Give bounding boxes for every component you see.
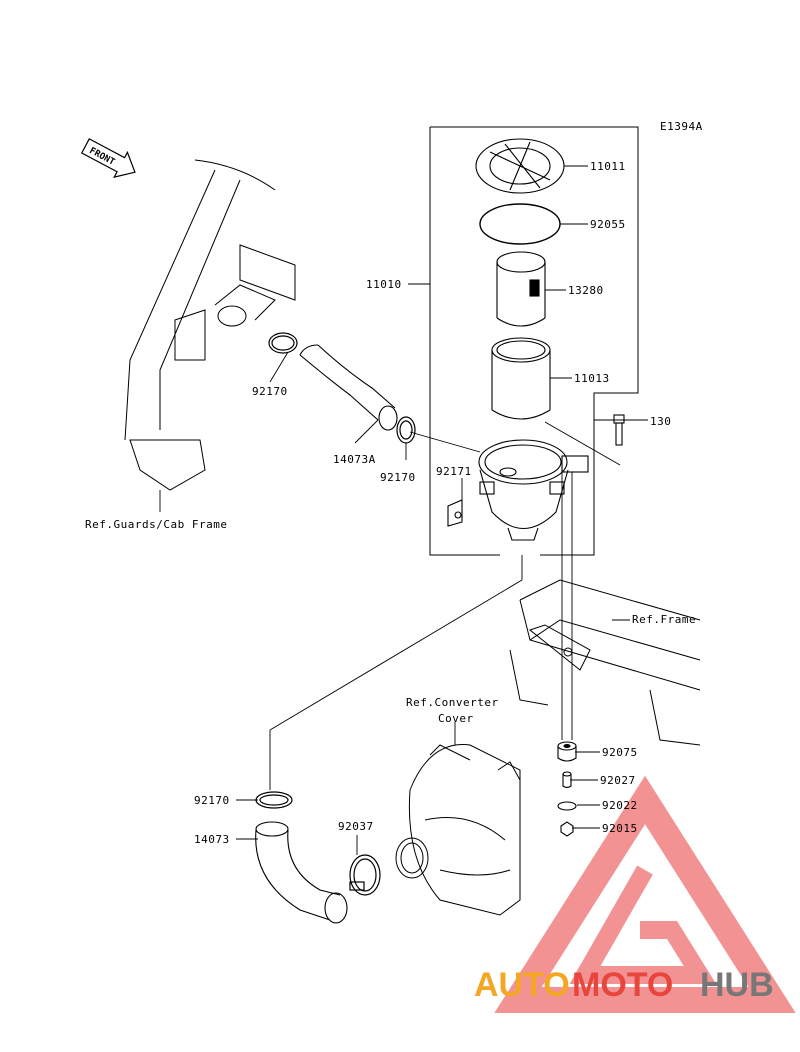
assembly-bracket bbox=[408, 126, 648, 556]
hose-clamp-92037-icon bbox=[349, 854, 381, 896]
part-92037-label: 92037 bbox=[338, 820, 374, 833]
part-92055-label: 92055 bbox=[590, 218, 626, 231]
o-ring-92055-icon bbox=[479, 203, 561, 245]
part-11011-label: 11011 bbox=[590, 160, 626, 173]
collar-92027-icon bbox=[562, 771, 572, 789]
air-duct-14073-icon bbox=[255, 821, 348, 924]
filter-cartridge-11013-icon bbox=[491, 337, 551, 420]
frame-rail-icon bbox=[509, 579, 701, 746]
leader-lines bbox=[159, 165, 646, 855]
ref-frame-label: Ref.Frame bbox=[632, 613, 696, 626]
part-92022-label: 92022 bbox=[602, 799, 638, 812]
watermark-auto: AUTO bbox=[474, 966, 570, 1004]
cab-frame-tube bbox=[124, 159, 296, 491]
converter-cover-icon bbox=[395, 744, 521, 916]
ref-converter-label-line1: Ref.Converter bbox=[406, 696, 499, 709]
watermark-logo-icon bbox=[494, 775, 796, 1013]
nut-92015-icon bbox=[560, 821, 574, 837]
part-13280-label: 13280 bbox=[568, 284, 604, 297]
part-92170-lower-label: 92170 bbox=[194, 794, 230, 807]
part-11013-label: 11013 bbox=[574, 372, 610, 385]
front-arrow-icon: FRONT bbox=[80, 138, 136, 178]
air-cleaner-housing-icon bbox=[478, 439, 589, 541]
part-92027-label: 92027 bbox=[600, 774, 636, 787]
hose-clamp-92170-lower-icon bbox=[255, 791, 293, 809]
ref-guards-label: Ref.Guards/Cab Frame bbox=[85, 518, 227, 531]
bolt-130-icon bbox=[613, 414, 625, 446]
hose-clamp-92170-icon bbox=[268, 332, 298, 354]
part-92170-upper-label: 92170 bbox=[252, 385, 288, 398]
washer-92022-icon bbox=[557, 801, 577, 811]
diagram-code: E1394A bbox=[660, 120, 703, 133]
part-92075-label: 92075 bbox=[602, 746, 638, 759]
part-14073a-label: 14073A bbox=[333, 453, 376, 466]
part-11010-label: 11010 bbox=[366, 278, 402, 291]
part-14073-label: 14073 bbox=[194, 833, 230, 846]
mount-rubber-92075-icon bbox=[557, 741, 577, 762]
part-92171-label: 92171 bbox=[436, 465, 472, 478]
watermark-hub: HUB bbox=[700, 966, 774, 1004]
ref-converter-label-line2: Cover bbox=[438, 712, 474, 725]
air-duct-14073a-icon bbox=[299, 344, 398, 431]
clip-92171-icon bbox=[447, 499, 463, 527]
part-92015-label: 92015 bbox=[602, 822, 638, 835]
hose-clamp-92170-mid-icon bbox=[396, 416, 416, 444]
part-92170-mid-label: 92170 bbox=[380, 471, 416, 484]
filter-element-13280-icon bbox=[496, 251, 546, 327]
cap-11011-icon bbox=[475, 138, 565, 194]
watermark-moto: MOTO bbox=[572, 966, 673, 1004]
part-130-label: 130 bbox=[650, 415, 671, 428]
